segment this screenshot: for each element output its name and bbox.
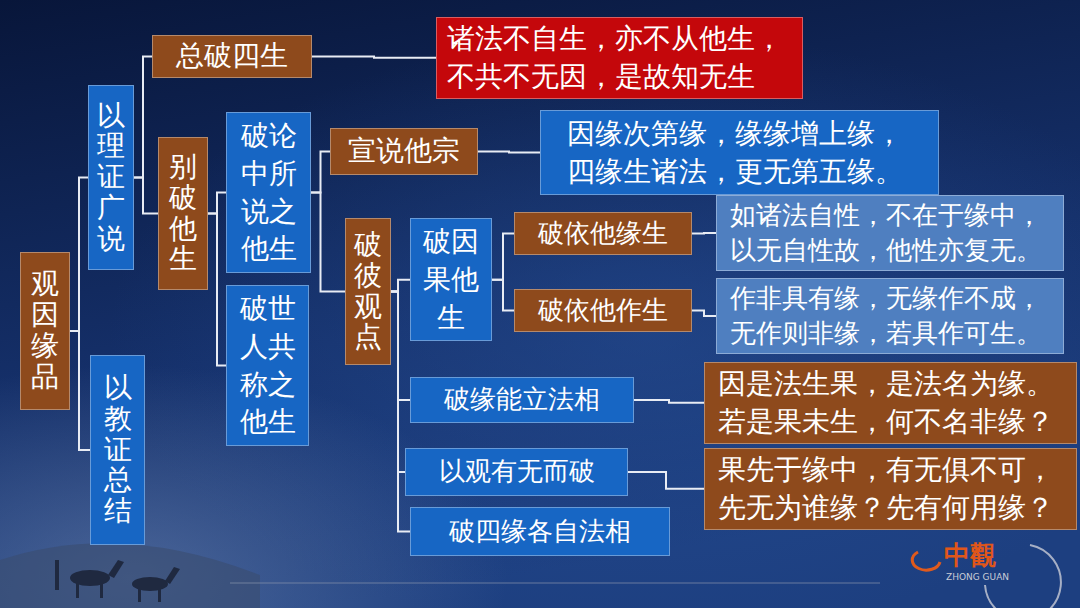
tree-connector bbox=[478, 152, 540, 153]
node-text: 以教证总结 bbox=[104, 373, 132, 527]
node-text: 破因果他生 bbox=[423, 223, 479, 336]
tree-connector bbox=[208, 214, 226, 366]
logo-swoosh bbox=[912, 552, 940, 570]
node-text: 破缘能立法相 bbox=[444, 383, 600, 417]
verse-box: 作非具有缘，无缘作不成， 无作则非缘，若具作可生。 bbox=[716, 278, 1064, 354]
tree-connector bbox=[391, 280, 410, 292]
branch-box: 以教证总结 bbox=[90, 355, 145, 545]
tree-connector bbox=[134, 178, 158, 214]
node-text: 破彼观点 bbox=[354, 230, 382, 353]
root-box: 观因缘品 bbox=[20, 252, 70, 410]
tree-connector bbox=[311, 152, 330, 193]
tree-connector bbox=[492, 280, 514, 311]
logo-subtitle: ZHONG GUAN bbox=[946, 572, 1009, 582]
topic-box: 破四缘各自法相 bbox=[410, 507, 670, 556]
tree-connector bbox=[492, 234, 514, 280]
node-text: 以理证广说 bbox=[97, 101, 125, 255]
node-text: 破四缘各自法相 bbox=[449, 515, 631, 549]
node-text: 别破他生 bbox=[169, 152, 197, 275]
section-box: 总破四生 bbox=[152, 35, 312, 78]
verse-box: 诸法不自生，亦不从他生， 不共不无因，是故知无生 bbox=[436, 17, 803, 99]
verse-box: 因是法生果，是法名为缘。 若是果未生，何不名非缘？ bbox=[704, 362, 1077, 444]
tree-connector bbox=[311, 193, 345, 292]
tree-connector bbox=[70, 331, 90, 450]
topic-box: 破因果他生 bbox=[410, 218, 492, 341]
camel-silhouettes bbox=[55, 560, 180, 602]
node-text: 宣说他宗 bbox=[348, 133, 460, 169]
topic-box: 宣说他宗 bbox=[330, 128, 478, 175]
tree-connector bbox=[634, 400, 704, 403]
tree-connector bbox=[134, 57, 152, 178]
verse-box: 因缘次第缘，缘缘增上缘， 四缘生诸法，更无第五缘。 bbox=[540, 110, 939, 195]
topic-box: 破依他作生 bbox=[514, 289, 692, 332]
topic-box: 破缘能立法相 bbox=[410, 377, 634, 423]
footer-rule bbox=[230, 583, 880, 584]
section-box: 破世人共称之他生 bbox=[226, 285, 309, 446]
node-text: 总破四生 bbox=[176, 38, 288, 74]
topic-box: 破依他缘生 bbox=[514, 212, 692, 255]
tree-connector bbox=[692, 311, 716, 317]
node-text: 破世人共称之他生 bbox=[240, 290, 296, 441]
node-text: 破依他缘生 bbox=[538, 217, 668, 251]
tree-connector bbox=[70, 178, 88, 332]
node-text: 因缘次第缘，缘缘增上缘， 四缘生诸法，更无第五缘。 bbox=[567, 115, 912, 191]
topic-box: 破彼观点 bbox=[345, 218, 391, 365]
tree-connector bbox=[208, 193, 226, 214]
node-text: 破论中所说之他生 bbox=[241, 117, 297, 268]
tree-connector bbox=[692, 232, 716, 234]
node-text: 果先于缘中，有无俱不可， 先无为谁缘？先有何用缘？ bbox=[718, 451, 1063, 527]
tree-connector bbox=[312, 57, 436, 58]
node-text: 如诸法自性，不在于缘中， 以无自性故，他性亦复无。 bbox=[730, 198, 1050, 268]
tree-connector bbox=[628, 472, 704, 489]
section-box: 破论中所说之他生 bbox=[226, 112, 311, 273]
branch-box: 以理证广说 bbox=[88, 85, 134, 270]
node-text: 因是法生果，是法名为缘。 若是果未生，何不名非缘？ bbox=[718, 365, 1063, 441]
node-text: 破依他作生 bbox=[538, 294, 668, 328]
node-text: 以观有无而破 bbox=[439, 455, 595, 489]
dune bbox=[0, 543, 260, 608]
topic-box: 以观有无而破 bbox=[405, 448, 628, 496]
logo-mark: 中觀 bbox=[944, 538, 996, 573]
verse-box: 如诸法自性，不在于缘中， 以无自性故，他性亦复无。 bbox=[716, 195, 1064, 271]
node-text: 诸法不自生，亦不从他生， 不共不无因，是故知无生 bbox=[447, 20, 792, 96]
tree-connector bbox=[391, 292, 410, 401]
section-box: 别破他生 bbox=[158, 137, 208, 290]
node-text: 作非具有缘，无缘作不成， 无作则非缘，若具作可生。 bbox=[730, 281, 1050, 351]
node-text: 观因缘品 bbox=[31, 269, 59, 392]
verse-box: 果先于缘中，有无俱不可， 先无为谁缘？先有何用缘？ bbox=[704, 448, 1077, 530]
